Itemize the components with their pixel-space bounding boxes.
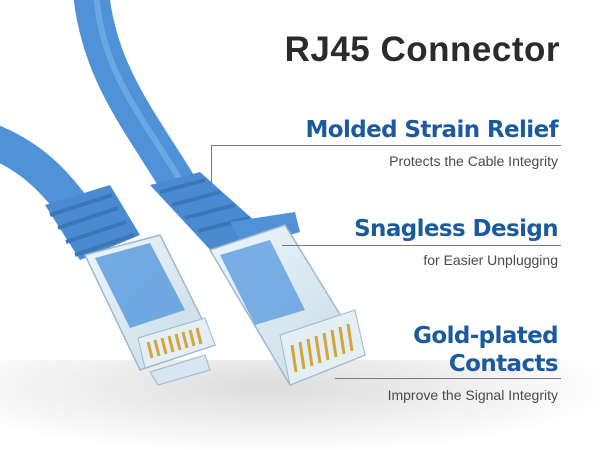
feature-subtitle: Protects the Cable Integrity bbox=[389, 153, 558, 169]
feature-heading: Snagless Design bbox=[354, 216, 559, 242]
feature-snagless: Snagless Design for Easier Unplugging bbox=[354, 215, 559, 268]
left-rj45-plug bbox=[83, 234, 217, 386]
feature-subtitle: for Easier Unplugging bbox=[423, 252, 558, 268]
page-title: RJ45 Connector bbox=[284, 30, 560, 69]
feature-strain-relief: Molded Strain Relief Protects the Cable … bbox=[305, 116, 559, 169]
right-cable bbox=[73, 0, 203, 213]
leader-line-strain-relief bbox=[211, 145, 212, 185]
right-gold-contacts bbox=[290, 323, 354, 373]
left-strain-relief-boot bbox=[45, 185, 140, 260]
leader-line-snagless bbox=[282, 245, 561, 246]
feature-subtitle: Improve the Signal Integrity bbox=[387, 387, 558, 403]
right-strain-relief-boot bbox=[150, 172, 300, 255]
leader-line-strain-relief-h bbox=[211, 145, 561, 146]
feature-heading: Molded Strain Relief bbox=[305, 117, 559, 143]
left-gold-contacts bbox=[146, 327, 203, 359]
right-rj45-plug bbox=[208, 224, 367, 386]
leader-line-gold-contacts bbox=[335, 378, 561, 379]
feature-heading: Gold-plated Contacts bbox=[413, 323, 559, 377]
feature-gold-contacts: Gold-plated Contacts Improve the Signal … bbox=[318, 322, 559, 403]
